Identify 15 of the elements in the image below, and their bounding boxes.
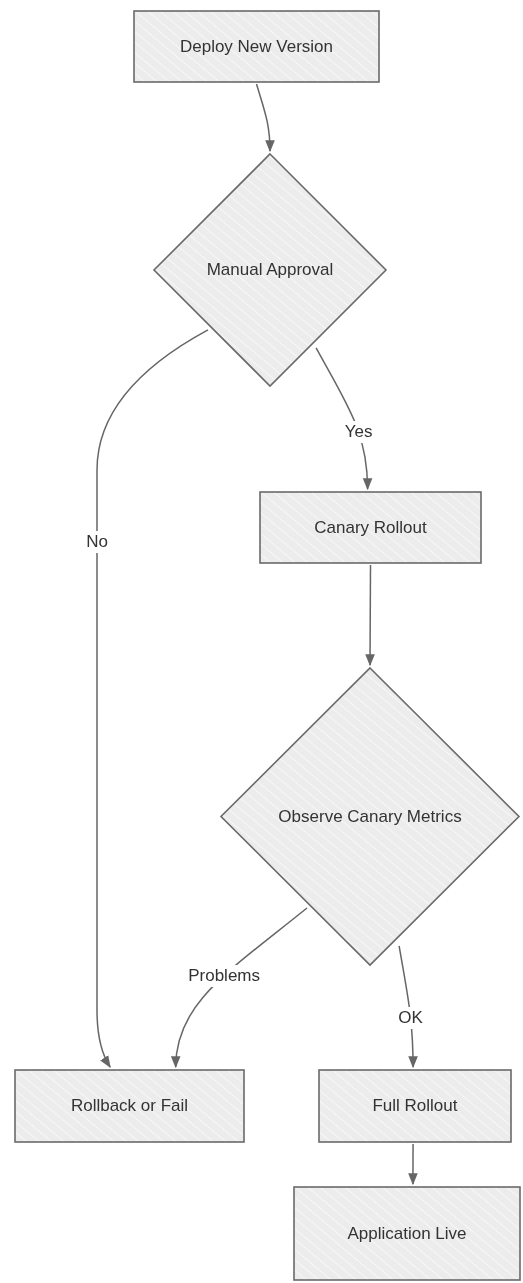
process-text: Rollback or Fail xyxy=(70,1096,189,1116)
process-text: Application Live xyxy=(347,1223,467,1244)
arrow xyxy=(408,1143,418,1186)
edge-label: Problems xyxy=(186,964,262,987)
arrow xyxy=(255,83,275,153)
process-text: Full Rollout xyxy=(372,1096,458,1116)
process-text: Deploy New Version xyxy=(179,36,334,57)
decision-text: Manual Approval xyxy=(206,260,334,280)
arrow xyxy=(365,564,375,667)
edge-label: Yes xyxy=(342,421,375,444)
edge-label: No xyxy=(84,530,110,553)
arrow xyxy=(96,329,209,1069)
edge-label: OK xyxy=(396,1007,425,1030)
process-text: Canary Rollout xyxy=(314,517,427,538)
decision-text: Observe Canary Metrics xyxy=(278,806,462,827)
